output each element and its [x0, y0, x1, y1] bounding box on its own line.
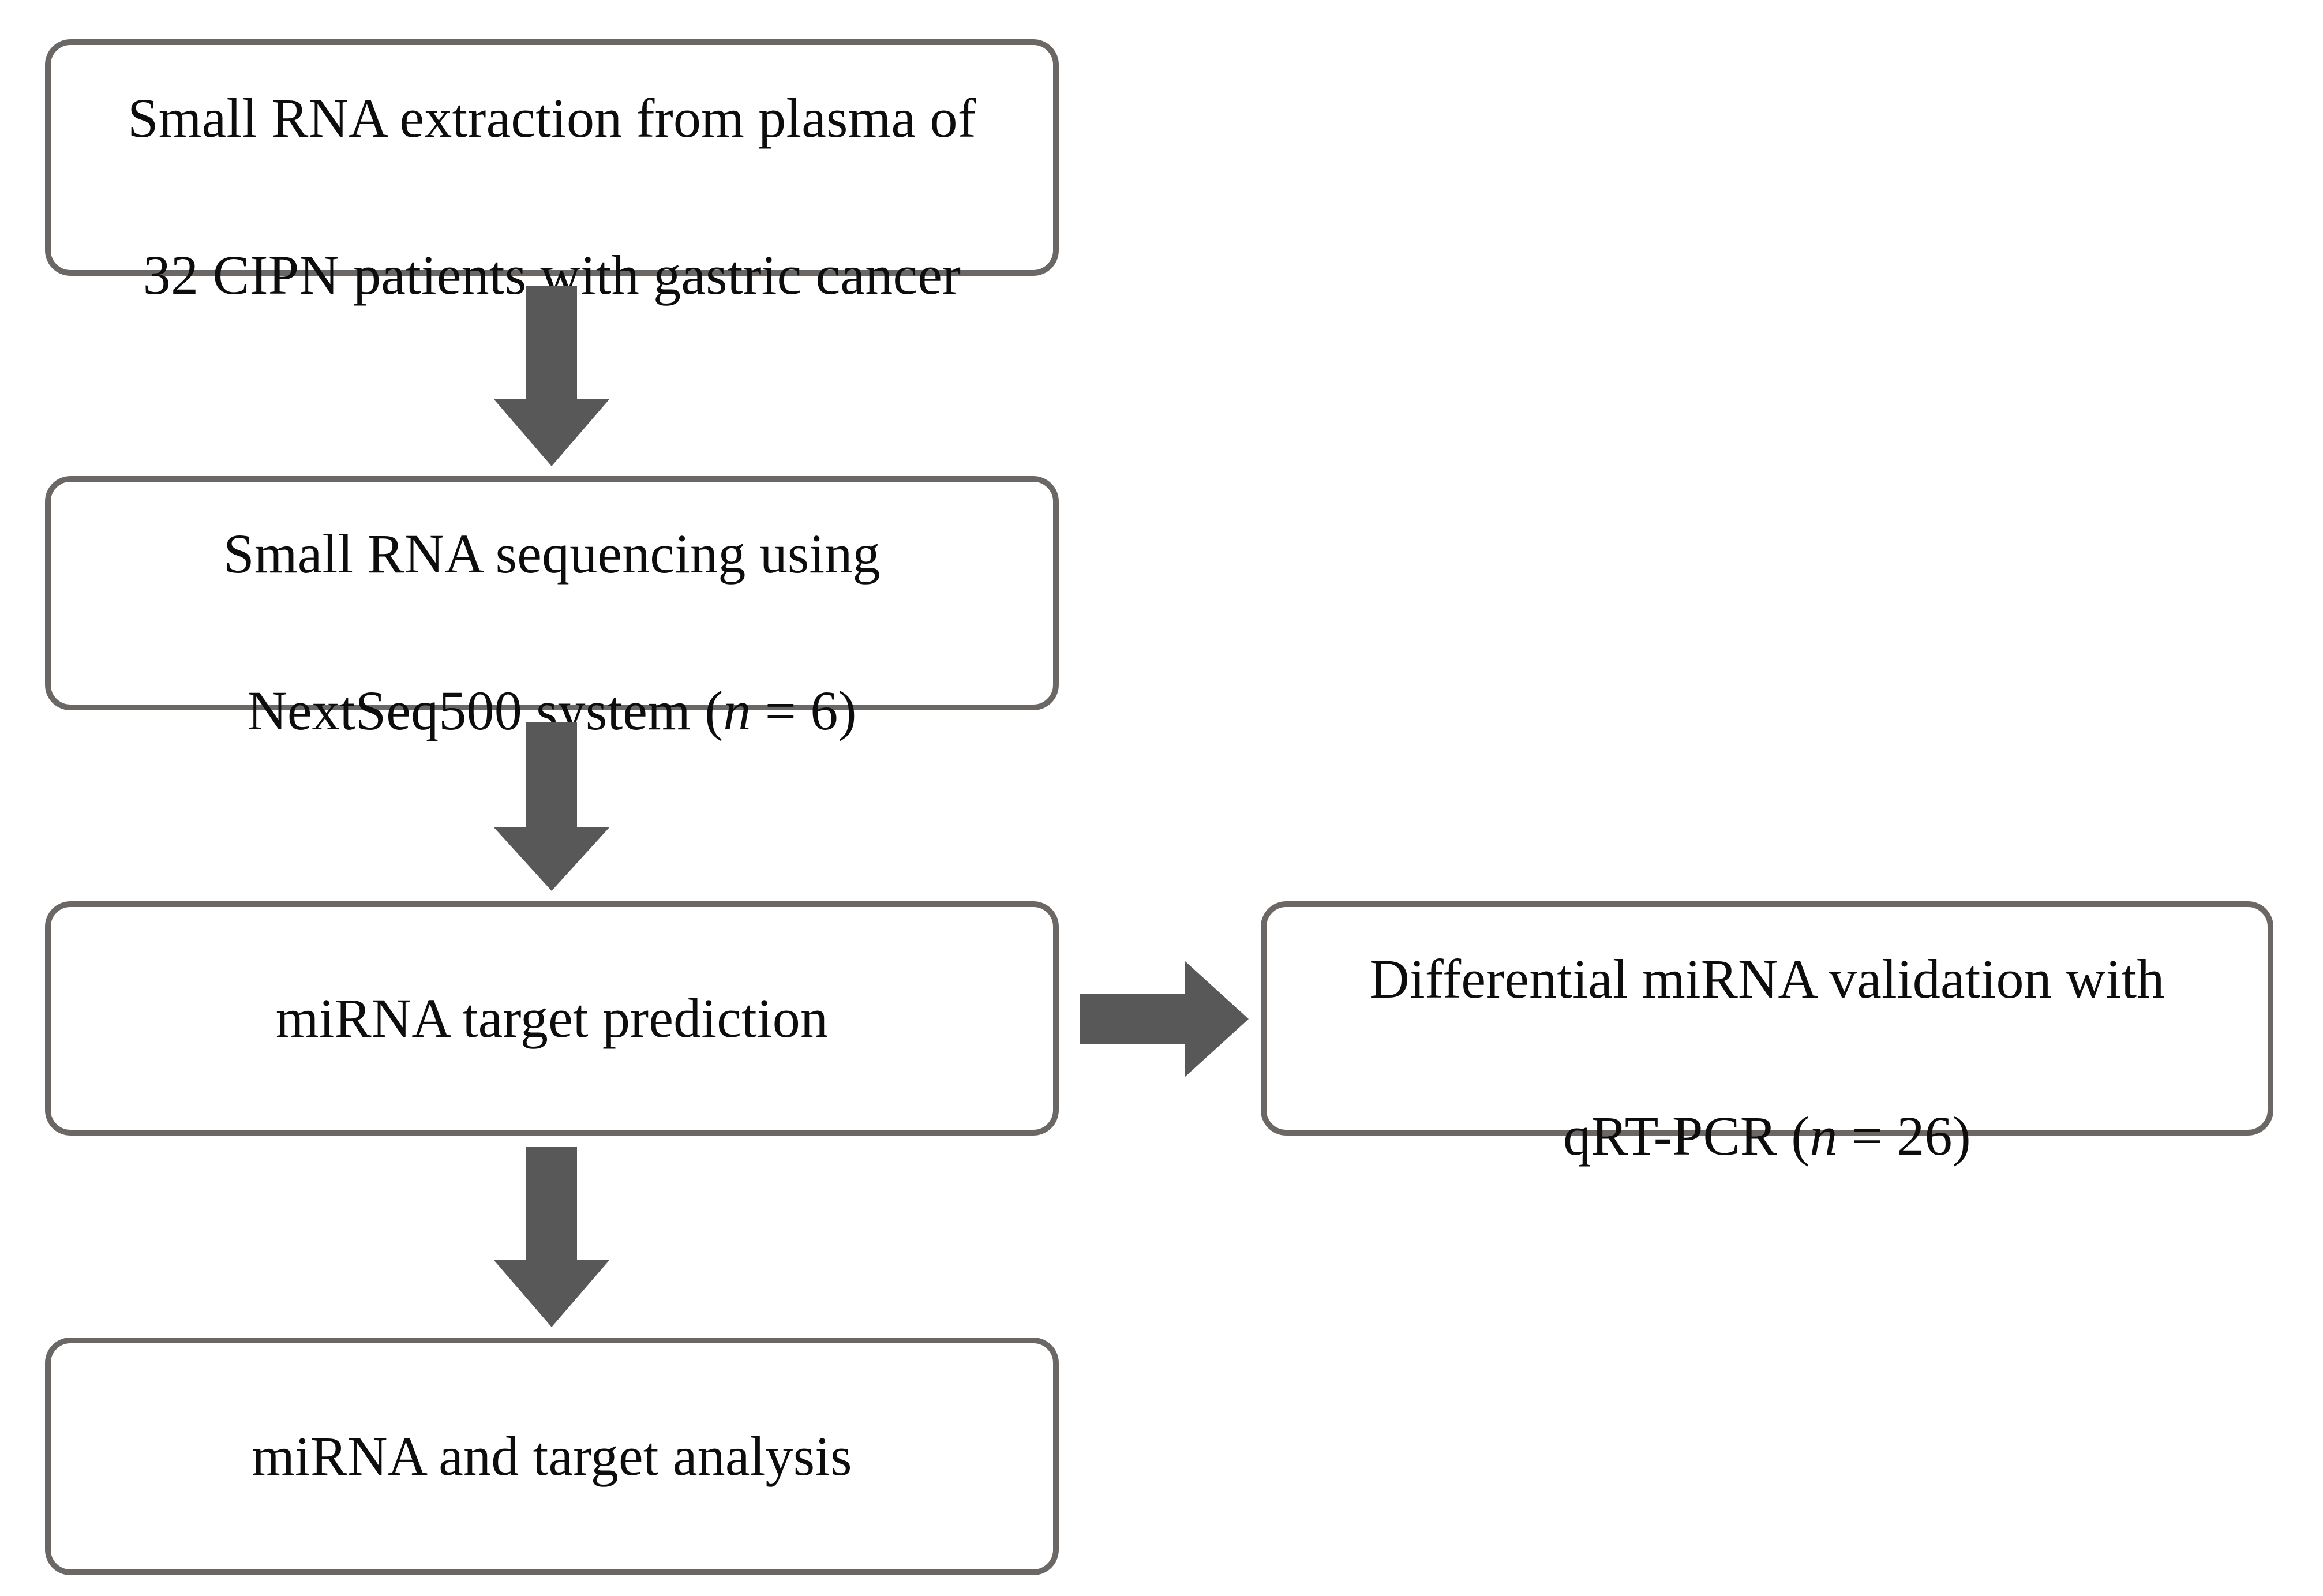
right-arrow-icon-prediction-to-validation [1080, 961, 1249, 1077]
node-extraction-line1: Small RNA extraction from plasma of [128, 87, 976, 149]
node-prediction-label: miRNA target prediction [275, 987, 829, 1049]
down-arrow-icon-sequencing-to-prediction [494, 722, 609, 891]
node-sequencing-line1: Small RNA sequencing using [223, 522, 881, 585]
flowchart-node-prediction: miRNA target prediction [45, 901, 1059, 1136]
node-analysis-label: miRNA and target analysis [252, 1425, 852, 1487]
flowchart-node-validation: Differential miRNA validation with qRT-P… [1261, 901, 2273, 1167]
node-sequencing-label: Small RNA sequencing using NextSeq500 sy… [200, 436, 904, 750]
down-arrow-icon-prediction-to-analysis [494, 1147, 609, 1327]
node-extraction-line2: 32 CIPN patients with gastric cancer [143, 244, 961, 306]
node-sequencing-line2-prefix: NextSeq500 system ( [247, 680, 724, 742]
node-validation-line1: Differential miRNA validation with [1369, 947, 2165, 1010]
flowchart-node-analysis: miRNA and target analysis [45, 1338, 1059, 1575]
node-validation-line2-italic-n: n [1809, 1105, 1838, 1167]
flowchart-node-sequencing: Small RNA sequencing using NextSeq500 sy… [45, 476, 1059, 741]
node-validation-line2-suffix: = 26) [1837, 1105, 1971, 1167]
node-validation-label: Differential miRNA validation with qRT-P… [1346, 861, 2187, 1175]
down-arrow-icon-extraction-to-sequencing [494, 286, 609, 466]
flowchart-node-extraction: Small RNA extraction from plasma of 32 C… [45, 39, 1059, 306]
node-sequencing-line2-suffix: = 6) [751, 680, 857, 742]
node-sequencing-line2-italic-n: n [723, 680, 751, 742]
node-validation-line2-prefix: qRT-PCR ( [1563, 1105, 1810, 1167]
node-extraction-label: Small RNA extraction from plasma of 32 C… [104, 0, 999, 314]
